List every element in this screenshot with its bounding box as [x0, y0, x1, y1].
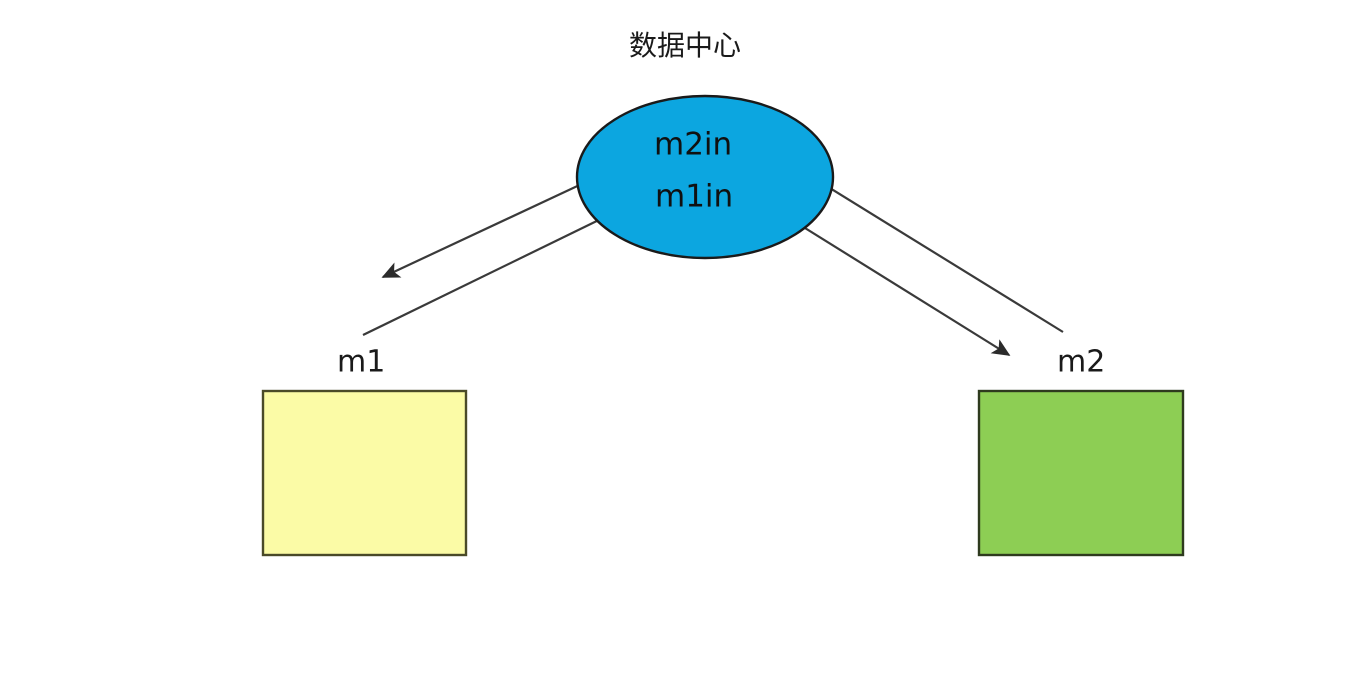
port-label-m2in: m2in [654, 127, 732, 163]
node-datacenter-ellipse[interactable] [575, 94, 835, 260]
port-label-m1in: m1in [655, 179, 733, 215]
node-label-m2: m2 [1057, 345, 1105, 380]
diagram-title: 数据中心 [629, 29, 741, 62]
node-m1-rectangle[interactable] [261, 389, 468, 557]
node-m2-rectangle[interactable] [977, 389, 1185, 557]
node-label-m1: m1 [337, 345, 385, 380]
